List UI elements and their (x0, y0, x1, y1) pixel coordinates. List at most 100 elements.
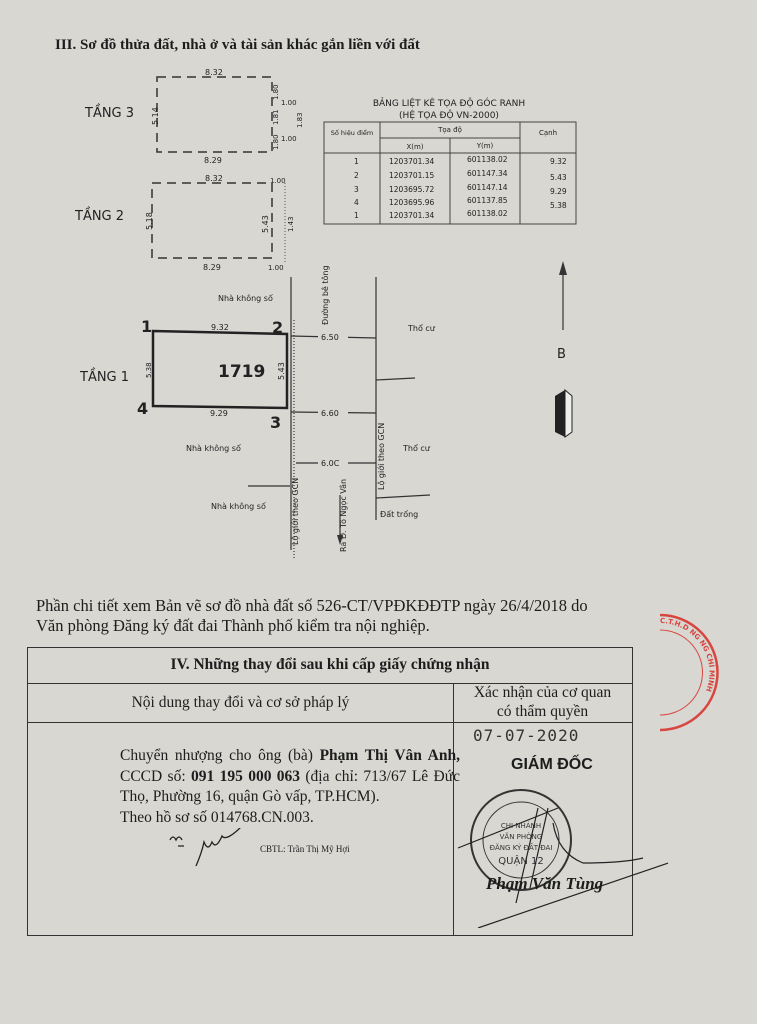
boundary-tick-2 (375, 494, 431, 499)
body-text-2: CCCD số: (120, 767, 191, 785)
note-line-2: Văn phòng Đăng ký đất đai Thành phố kiểm… (36, 616, 430, 635)
dat-trong: Đất trống (380, 509, 418, 519)
coord-table-subtitle: (HỆ TỌA ĐỘ VN-2000) (399, 109, 499, 121)
floor-3-top: 8.32 (205, 68, 223, 77)
red-stamp-text-path: C.T.H.D NG NG CHÍ MINH (660, 617, 716, 693)
point-2: 2 (272, 318, 283, 337)
point-3: 3 (270, 413, 281, 432)
floor-2-label: TẦNG 2 (74, 207, 124, 224)
transferee-name: Phạm Thị Vân Anh, (319, 747, 460, 764)
red-stamp-text: C.T.H.D NG NG CHÍ MINH (660, 617, 716, 693)
svg-text:QUẬN 12: QUẬN 12 (498, 854, 543, 867)
to-street-label: Ra Đ. Tô Ngọc Vân (338, 479, 348, 552)
tho-cu-2: Thổ cư (402, 443, 431, 453)
road-width-3: 6.0C (321, 459, 340, 468)
row-y: 601137.85 (467, 196, 508, 205)
edge-right: 5.43 (277, 362, 286, 380)
parcel-outline (151, 329, 289, 410)
road-limit-left: Lộ giới theo GCN (290, 478, 300, 545)
floor-2-top: 8.32 (205, 174, 223, 183)
edge-value: 9.32 (550, 157, 567, 166)
row-x: 1203701.34 (389, 211, 435, 220)
changes-header-row: Nội dung thay đổi và cơ sở pháp lý Xác n… (28, 684, 632, 723)
north-arrow-icon (559, 261, 567, 330)
dossier-number: Theo hồ sơ số 014768.CN.003. (120, 808, 314, 826)
column-divider (453, 684, 454, 935)
edge-top: 9.32 (211, 323, 229, 332)
row-point: 4 (354, 198, 359, 207)
coord-table-title: BẢNG LIỆT KÊ TỌA ĐỘ GÓC RANH (373, 97, 525, 109)
position-title: GIÁM ĐỐC (511, 756, 593, 773)
header-edge: Cạnh (539, 129, 557, 137)
header-x: X(m) (406, 143, 423, 151)
edge-value: 9.29 (550, 187, 567, 196)
section-4-title: IV. Những thay đổi sau khi cấp giấy chứn… (170, 656, 490, 673)
floor-3-label: TẦNG 3 (84, 104, 134, 121)
office-stamp-icon: CHI NHÁNH VĂN PHÒNG ĐĂNG KÝ ĐẤT ĐAI QUẬN… (457, 789, 668, 928)
change-content: Chuyển nhượng cho ông (bà) Phạm Thị Vân … (120, 746, 460, 828)
row-y: 601147.34 (467, 169, 508, 178)
floor-2-dotted-value: 1.43 (287, 216, 295, 232)
boundary-tick-1 (375, 377, 416, 381)
floor-2-right: 5.43 (261, 215, 270, 233)
red-stamp-icon: C.T.H.D NG NG CHÍ MINH (660, 613, 719, 732)
land-plan-diagram: TẦNG 3 8.32 8.29 5.14 1.80 1.81 1.80 1.0… (74, 68, 577, 560)
road-limit-right: Lộ giới theo GCN (376, 423, 386, 490)
edge-left: 5.38 (145, 362, 153, 378)
floor-3-left: 5.14 (151, 107, 160, 125)
compass-symbol-icon (555, 388, 573, 438)
svg-text:CHI NHÁNH: CHI NHÁNH (501, 821, 541, 830)
staff-signature-icon (169, 828, 241, 867)
floor-3-bottom: 8.29 (204, 156, 222, 165)
row-point: 1 (354, 157, 359, 166)
id-number: 091 195 000 063 (191, 767, 301, 785)
column-content-header: Nội dung thay đổi và cơ sở pháp lý (131, 694, 350, 711)
neighbor-bottom: Nhà không số (186, 443, 241, 453)
floor-3-offset-a: 1.00 (281, 99, 297, 107)
edge-value: 5.38 (550, 201, 567, 210)
floor-2-outline (151, 182, 273, 259)
body-text-3: (địa chỉ: 713/67 Lê Đức Thọ, Phường 16, … (120, 767, 460, 806)
edge-bottom: 9.29 (210, 409, 228, 418)
row-x: 1203695.96 (389, 198, 435, 207)
header-y: Y(m) (476, 142, 494, 150)
floor-2-bottom: 8.29 (203, 263, 221, 272)
svg-text:VĂN PHÒNG: VĂN PHÒNG (500, 832, 543, 841)
floor-3-outline (156, 76, 273, 153)
section-3-title: III. Sơ đồ thửa đất, nhà ở và tài sản kh… (55, 37, 420, 53)
changes-table: IV. Những thay đổi sau khi cấp giấy chứn… (27, 647, 668, 936)
floor-2-offset-top: 1.00 (270, 177, 286, 185)
svg-text:ĐĂNG KÝ ĐẤT ĐAI: ĐĂNG KÝ ĐẤT ĐAI (490, 842, 553, 852)
header-coord: Tọa độ (437, 126, 462, 134)
road-label: Đường bê tông (320, 265, 330, 325)
row-point: 2 (354, 171, 359, 180)
point-4: 4 (137, 399, 148, 418)
coordinate-table: BẢNG LIỆT KÊ TỌA ĐỘ GÓC RANH (HỆ TỌA ĐỘ … (323, 97, 577, 225)
column-confirm-line-1: Xác nhận của cơ quan (473, 684, 612, 701)
neighbor-top: Nhà không số (218, 293, 273, 303)
floor-3-right-b: 1.81 (272, 109, 280, 125)
row-point: 3 (354, 185, 359, 194)
row-point: 1 (354, 211, 359, 220)
row-y: 601147.14 (467, 183, 508, 192)
row-x: 1203701.34 (389, 157, 435, 166)
header-point-number: Số hiệu điểm (331, 128, 374, 137)
column-confirm-line-2: có thẩm quyền (496, 703, 589, 720)
north-label: B (557, 347, 566, 362)
floor-1-label: TẦNG 1 (79, 368, 129, 385)
floor-3-right-a: 1.80 (272, 84, 280, 100)
road-width-2: 6.60 (321, 409, 339, 418)
changes-title-row: IV. Những thay đổi sau khi cấp giấy chứn… (28, 648, 632, 684)
signer-name: Phạm Văn Tùng (486, 874, 604, 893)
edge-value: 5.43 (550, 173, 567, 182)
neighbor-bottom-2: Nhà không số (211, 501, 266, 511)
row-y: 601138.02 (467, 155, 508, 164)
point-1: 1 (141, 317, 152, 336)
floor-3-dotted: 1.83 (296, 112, 304, 128)
road-width-1: 6.50 (321, 333, 339, 342)
parcel-number: 1719 (218, 362, 265, 382)
confirmation-date: 07-07-2020 (473, 726, 580, 745)
floor-2-left: 5.18 (145, 212, 154, 230)
row-y: 601138.02 (467, 209, 508, 218)
note-line-1: Phần chi tiết xem Bản vẽ sơ đồ nhà đất s… (36, 596, 588, 615)
